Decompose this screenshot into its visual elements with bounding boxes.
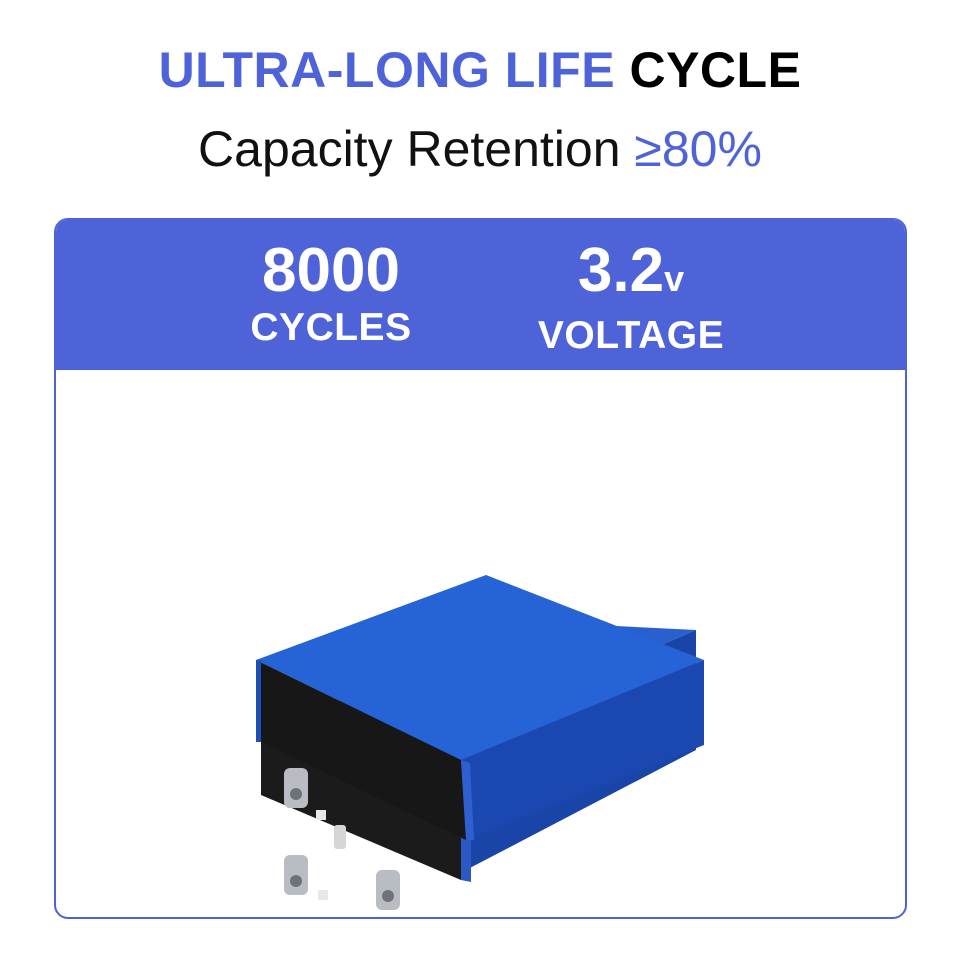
battery-cells-illustration xyxy=(256,575,704,910)
page-subtitle: Capacity Retention ≥80% xyxy=(0,118,960,180)
subtitle-value: ≥80% xyxy=(634,121,762,177)
voltage-stat: 3.2v VOLTAGE xyxy=(516,236,746,358)
voltage-label: VOLTAGE xyxy=(537,314,725,357)
cycles-stat: 8000 CYCLES xyxy=(236,236,426,350)
title-accent: ULTRA-LONG LIFE xyxy=(158,42,616,98)
stats-banner: 8000 CYCLES 3.2v VOLTAGE xyxy=(56,220,905,370)
voltage-value-row: 3.2v xyxy=(516,236,746,314)
terminal-bolts xyxy=(284,768,400,910)
voltage-value: 3.2 xyxy=(577,236,665,305)
voltage-unit: v xyxy=(664,258,685,299)
product-card: 8000 CYCLES 3.2v VOLTAGE xyxy=(54,218,907,919)
page-title: ULTRA-LONG LIFE CYCLE xyxy=(0,40,960,100)
title-rest: CYCLE xyxy=(629,42,802,98)
subtitle-text: Capacity Retention xyxy=(198,121,621,177)
cycles-label: CYCLES xyxy=(250,306,412,349)
cycles-value: 8000 xyxy=(262,236,400,305)
upper-battery-cell xyxy=(256,575,704,840)
